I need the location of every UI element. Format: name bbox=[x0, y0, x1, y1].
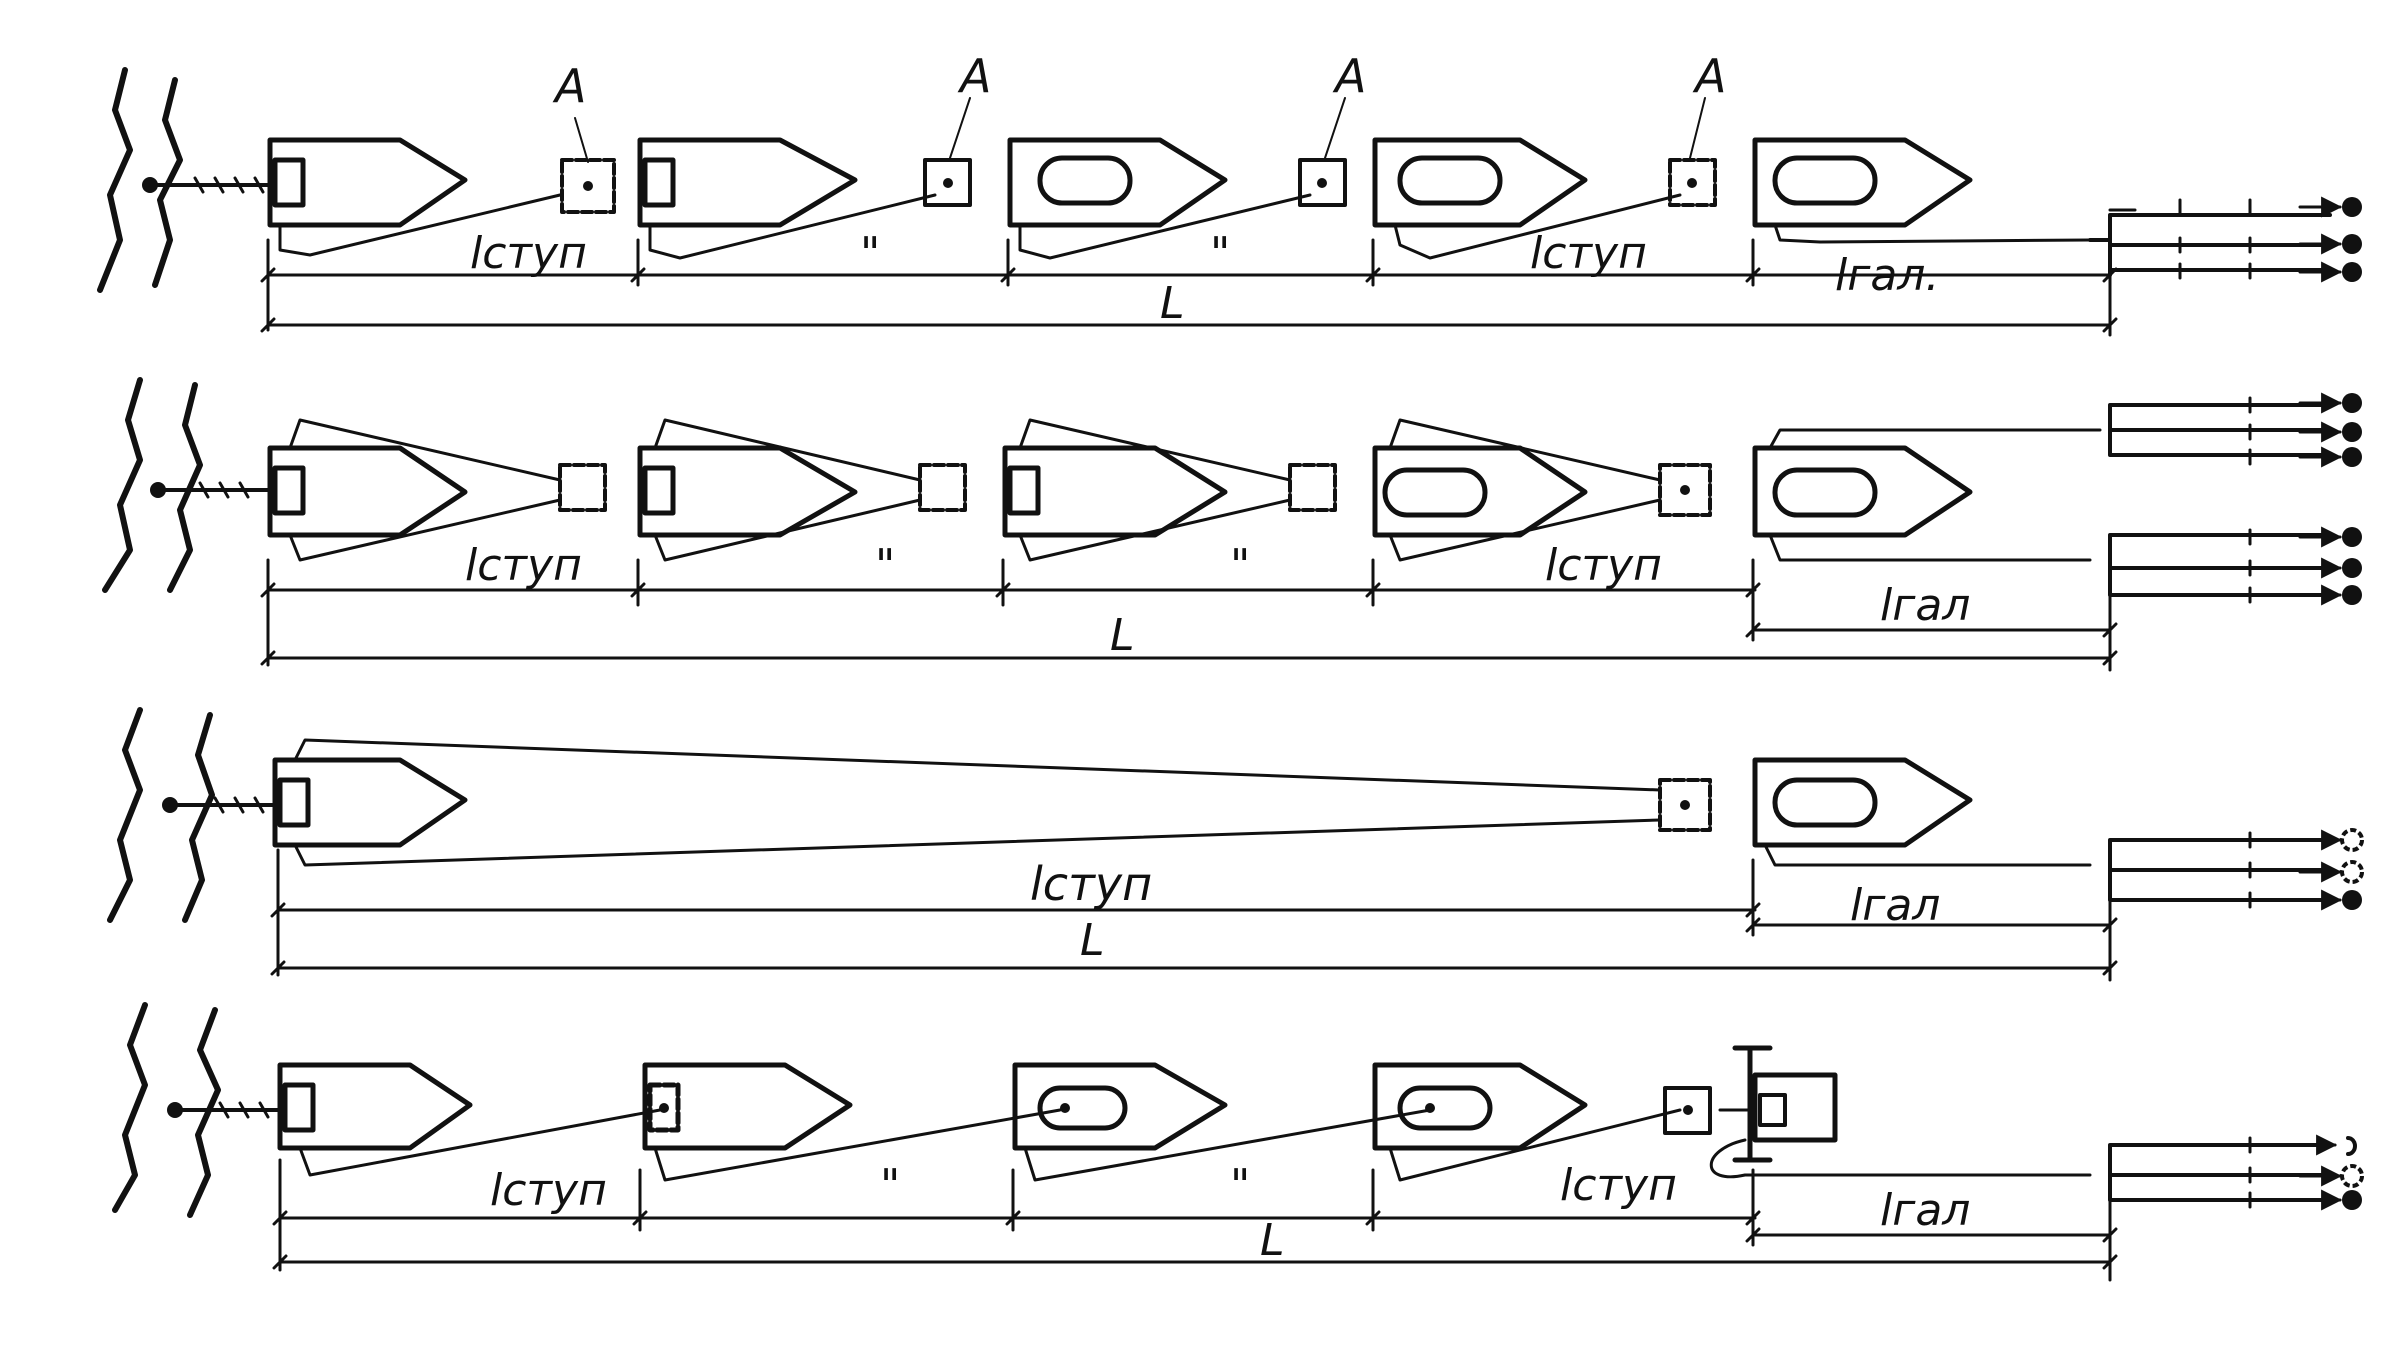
cable-bundle bbox=[2108, 1134, 2364, 1211]
connector-box-3 bbox=[1298, 158, 1347, 207]
segment-label-2: " bbox=[860, 228, 880, 279]
dimension-lines bbox=[270, 848, 2118, 982]
machine-2 bbox=[642, 1062, 1062, 1182]
machine-1 bbox=[267, 137, 562, 257]
gal-label: lгал. bbox=[1835, 250, 1939, 301]
a-label-leaders bbox=[574, 97, 1706, 163]
gal-label: lгал bbox=[1880, 580, 1970, 631]
segment-label-4: lступ bbox=[1560, 1160, 1677, 1211]
dimension-lines bbox=[272, 1158, 2118, 1282]
machine-1 bbox=[272, 738, 1662, 867]
machine-2 bbox=[637, 418, 922, 562]
cable-bundle bbox=[2108, 828, 2364, 911]
cable-bundles bbox=[2108, 392, 2362, 606]
segment-label-1: lступ bbox=[490, 1165, 607, 1216]
segment-label-1: lступ bbox=[465, 540, 582, 591]
machine-4 bbox=[1372, 418, 1662, 562]
dimension-lines bbox=[260, 558, 2118, 672]
machine-4 bbox=[1372, 1062, 1682, 1182]
connector-box-3 bbox=[1288, 463, 1337, 512]
machine-2 bbox=[1752, 757, 2092, 867]
machine-3 bbox=[1002, 418, 1292, 562]
total-label: L bbox=[1110, 610, 1135, 661]
connector-box-1 bbox=[558, 463, 607, 512]
row-3: lступ lгал L bbox=[107, 707, 2364, 982]
a-label-2: A bbox=[957, 49, 991, 103]
segment-label-3: " bbox=[1230, 540, 1250, 591]
segment-label-4: lступ bbox=[1545, 540, 1662, 591]
row-4: lступ " " lступ lгал L bbox=[112, 1002, 2364, 1282]
machine-3 bbox=[1007, 137, 1312, 260]
rock-face bbox=[97, 67, 277, 293]
segment-label-2: " bbox=[880, 1160, 900, 1211]
total-label: L bbox=[1260, 1215, 1285, 1266]
a-label-4: A bbox=[1692, 49, 1726, 103]
total-label: L bbox=[1160, 278, 1185, 329]
connector-box-1 bbox=[560, 158, 616, 214]
segment-label-1: lступ bbox=[470, 228, 587, 279]
machine-1 bbox=[277, 1062, 662, 1177]
machine-5 bbox=[1752, 428, 2102, 562]
rock-face bbox=[102, 377, 277, 593]
dimension-lines bbox=[260, 238, 2118, 337]
cable-bundle bbox=[2088, 196, 2362, 283]
connector-box-2 bbox=[918, 463, 967, 512]
connector-box-4 bbox=[1658, 463, 1712, 517]
row-2: lступ " " lступ lгал L bbox=[102, 377, 2362, 672]
a-label-3: A bbox=[1332, 49, 1366, 103]
machine-1 bbox=[267, 418, 562, 562]
segment-label-3: " bbox=[1210, 228, 1230, 279]
rock-face bbox=[107, 707, 282, 923]
gal-label: lгал bbox=[1850, 880, 1940, 931]
connector-box bbox=[1663, 1086, 1712, 1135]
a-label-1: A bbox=[552, 59, 586, 113]
machine-2 bbox=[637, 137, 937, 260]
connector-box bbox=[1658, 778, 1712, 832]
drill-rig bbox=[1709, 1045, 2092, 1179]
segment-label-3: " bbox=[1230, 1160, 1250, 1211]
connector-box-4 bbox=[1668, 158, 1717, 207]
connector-box-2 bbox=[923, 158, 972, 207]
segment-label-2: " bbox=[875, 540, 895, 591]
rock-face bbox=[112, 1002, 287, 1218]
machine-5 bbox=[1752, 137, 2092, 244]
row-1: A A A A lступ " " lступ lгал. L bbox=[97, 49, 2362, 337]
total-label: L bbox=[1080, 915, 1105, 966]
machine-3 bbox=[1012, 1062, 1432, 1182]
machine-4 bbox=[1372, 137, 1682, 260]
segment-label-1: lступ bbox=[1030, 857, 1152, 911]
segment-label-4: lступ bbox=[1530, 228, 1647, 279]
gal-label: lгал bbox=[1880, 1185, 1970, 1236]
